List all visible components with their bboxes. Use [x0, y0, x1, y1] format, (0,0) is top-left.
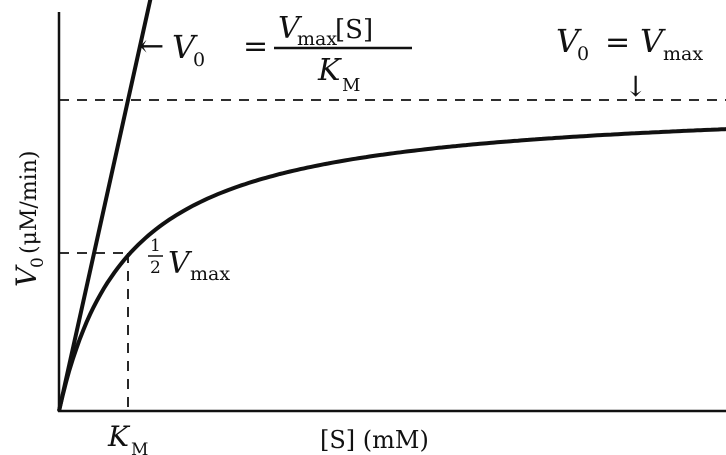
vmax-rhs-sub: max: [663, 43, 703, 65]
km-tick-sub: M: [131, 440, 148, 455]
half-den: 2: [150, 258, 161, 278]
vmax-lhs-v: V: [556, 22, 582, 60]
y-axis-label: V 0 (μM/min): [10, 151, 48, 287]
km-tick-k: K: [107, 420, 131, 453]
half-num: 1: [150, 236, 161, 256]
slope-num-sub: max: [297, 28, 337, 50]
y-label-v: V: [10, 264, 43, 287]
slope-lhs-sub: 0: [193, 49, 205, 71]
slope-num-s: [S]: [335, 15, 373, 45]
slope-equals: =: [243, 29, 268, 64]
x-axis-label: [S] (mM): [320, 426, 429, 454]
y-label-sub: 0: [28, 257, 48, 268]
half-v: V: [168, 246, 193, 281]
slope-lhs-v: V: [172, 28, 198, 66]
slope-den-k: K: [317, 53, 342, 88]
slope-den-sub: M: [342, 75, 360, 96]
vmax-lhs-sub: 0: [577, 43, 589, 65]
half-sub: max: [190, 263, 230, 285]
vmax-equals: =: [605, 25, 630, 60]
michaelis-menten-curve: [57, 127, 726, 412]
slope-arrow: ←: [139, 29, 164, 64]
vmax-rhs-v: V: [640, 22, 666, 60]
vmax-arrow: ↓: [624, 70, 647, 103]
initial-slope-line: [57, 0, 153, 412]
slope-num-v: V: [278, 11, 303, 46]
y-label-unit: (μM/min): [17, 151, 42, 254]
